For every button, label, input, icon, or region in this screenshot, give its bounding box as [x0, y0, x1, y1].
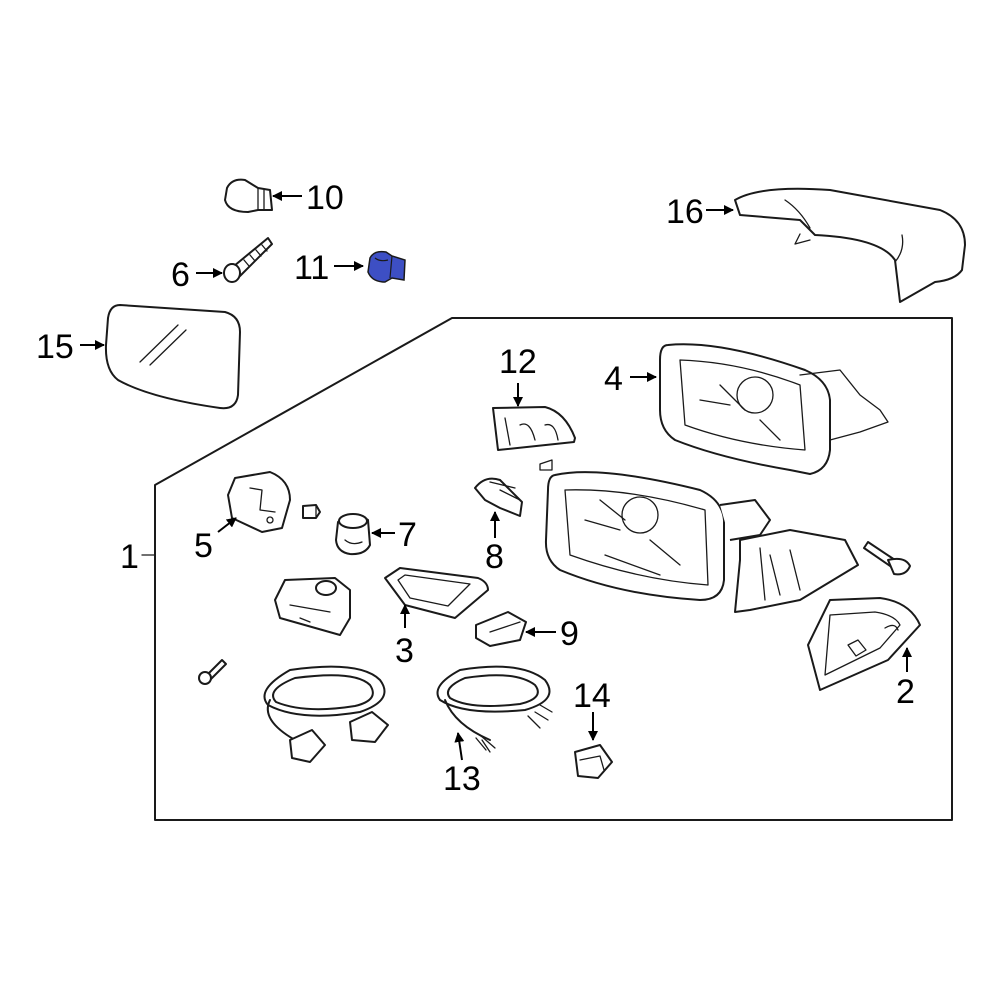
part-15-mirror-glass[interactable]	[104, 304, 241, 410]
part-4-mirror-frame[interactable]	[659, 343, 889, 475]
part-13-wiring-harness[interactable]	[436, 665, 553, 753]
part-6-screw[interactable]	[223, 237, 273, 283]
small-screw	[198, 659, 227, 685]
callout-10: 10	[306, 179, 344, 217]
callout-3: 3	[395, 632, 414, 670]
callout-4: 4	[604, 360, 623, 398]
callout-16: 16	[666, 193, 704, 231]
part-8-bracket[interactable]	[474, 477, 523, 517]
callout-5: 5	[194, 527, 213, 565]
part-16-mirror-cap[interactable]	[734, 187, 966, 303]
assembly-boundary	[154, 317, 953, 821]
part-10-bulb[interactable]	[224, 178, 273, 213]
part-7-socket[interactable]	[335, 513, 371, 556]
callout-1: 1	[120, 538, 139, 576]
callout-7: 7	[398, 516, 417, 554]
callout-11: 11	[294, 249, 329, 287]
small-bulb-5	[302, 504, 321, 519]
callout-6: 6	[171, 256, 190, 294]
housing-bolt	[863, 541, 911, 576]
mirror-housing	[544, 471, 859, 613]
part-11-bulb-socket-highlighted[interactable]	[367, 250, 406, 283]
callout-8: 8	[485, 538, 504, 576]
part-14-connector[interactable]	[574, 744, 613, 779]
wiring-harness-left	[263, 665, 389, 763]
callout-14: 14	[573, 677, 611, 715]
callout-15: 15	[36, 328, 74, 366]
callout-9: 9	[560, 615, 579, 653]
part-5-motor-plate[interactable]	[227, 471, 291, 533]
callout-13: 13	[443, 760, 481, 798]
callout-12: 12	[499, 343, 537, 381]
callout-2: 2	[896, 673, 915, 711]
part-2-turn-signal[interactable]	[807, 597, 921, 691]
part-3-gasket[interactable]	[384, 567, 489, 619]
part-9-connector[interactable]	[475, 611, 527, 647]
part-12-lamp-housing[interactable]	[492, 406, 576, 471]
mirror-motor	[274, 577, 351, 636]
leader-arrows	[80, 191, 912, 761]
